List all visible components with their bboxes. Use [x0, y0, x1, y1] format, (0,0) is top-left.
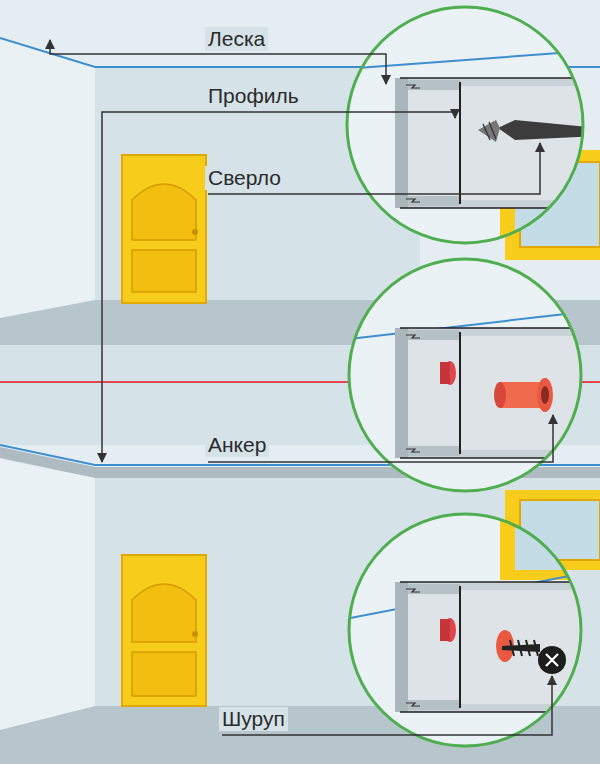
leader-lines — [50, 40, 553, 735]
part-label: Анкер — [205, 433, 269, 457]
part-label: Сверло — [205, 166, 284, 190]
part-label: Профиль — [205, 84, 302, 108]
part-label: Леска — [205, 27, 268, 51]
part-label: Шуруп — [219, 707, 288, 731]
